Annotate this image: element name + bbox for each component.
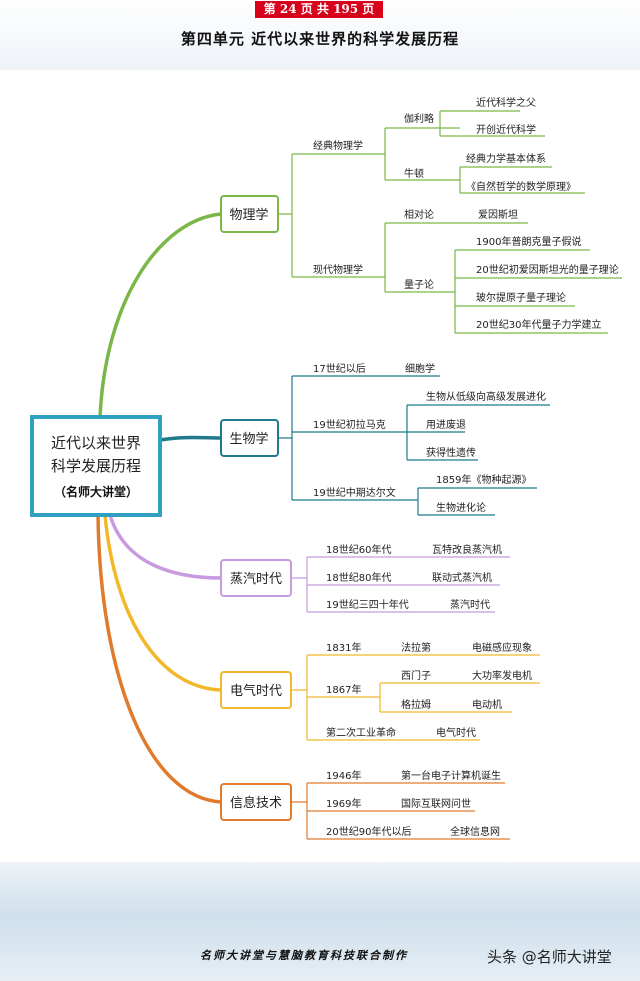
footer-credit: 名师大讲堂与慧脑教育科技联合制作 <box>200 949 408 962</box>
center-subtitle: （名师大讲堂） <box>54 484 138 499</box>
node-darwin-item-2: 生物进化论 <box>436 501 486 514</box>
node-1831: 1831年 <box>326 641 361 654</box>
node-lamarck-item-2: 用进废退 <box>426 418 466 431</box>
node-quantum-item-2: 20世纪初爱因斯坦光的量子理论 <box>476 263 619 276</box>
node-modern-physics: 现代物理学 <box>313 263 363 276</box>
node-relativity: 相对论 <box>404 208 434 221</box>
node-1867: 1867年 <box>326 683 361 696</box>
node-galileo-item-1: 近代科学之父 <box>476 96 536 109</box>
node-gramme-item: 电动机 <box>472 698 502 711</box>
node-quantum: 量子论 <box>404 278 434 291</box>
node-steam-item-1: 瓦特改良蒸汽机 <box>432 543 502 556</box>
node-quantum-item-4: 20世纪30年代量子力学建立 <box>476 318 601 331</box>
branch-physics-label: 物理学 <box>229 207 268 223</box>
node-einstein: 爱因斯坦 <box>478 208 518 221</box>
footer-background <box>0 862 640 981</box>
node-steam-item-2: 联动式蒸汽机 <box>432 571 492 584</box>
node-gramme: 格拉姆 <box>401 698 431 711</box>
branch-biology-label: 生物学 <box>229 431 268 447</box>
node-steam-item-3: 蒸汽时代 <box>450 598 490 611</box>
node-faraday-item: 电磁感应现象 <box>472 641 532 654</box>
node-steam-era-2: 18世纪80年代 <box>326 571 391 584</box>
watermark: 头条 @名师大讲堂 <box>487 948 612 966</box>
node-second-revolution: 第二次工业革命 <box>326 726 396 739</box>
node-newton: 牛顿 <box>404 167 424 180</box>
branch-steam <box>220 556 510 613</box>
node-galileo: 伽利略 <box>404 112 434 125</box>
branch-biology <box>220 375 550 516</box>
node-1946-item: 第一台电子计算机诞生 <box>401 769 501 782</box>
node-newton-item-2: 《自然哲学的数学原理》 <box>466 180 576 193</box>
branch-physics <box>220 110 622 334</box>
node-darwin: 19世纪中期达尔文 <box>313 486 396 499</box>
branch-info <box>220 782 510 840</box>
node-second-revolution-item: 电气时代 <box>436 726 476 739</box>
branch-electric <box>220 654 540 741</box>
center-node <box>30 415 162 517</box>
node-classical-physics: 经典物理学 <box>313 139 363 152</box>
connector-steam <box>108 514 222 580</box>
branch-steam-label: 蒸汽时代 <box>230 572 282 587</box>
node-1990s-item: 全球信息网 <box>450 825 500 838</box>
node-siemens: 西门子 <box>401 669 431 682</box>
unit-title: 第四单元 近代以来世界的科学发展历程 <box>180 30 460 48</box>
node-lamarck-item-3: 获得性遗传 <box>426 446 476 459</box>
node-1946: 1946年 <box>326 769 361 782</box>
branch-electric-label: 电气时代 <box>230 683 282 699</box>
connector-physics <box>98 212 222 419</box>
center-title-line2: 科学发展历程 <box>51 457 141 475</box>
node-1969: 1969年 <box>326 797 361 810</box>
connector-info <box>96 514 222 804</box>
node-galileo-item-2: 开创近代科学 <box>476 123 536 136</box>
node-c17: 17世纪以后 <box>313 363 366 375</box>
node-siemens-item: 大功率发电机 <box>472 669 532 682</box>
node-steam-era-3: 19世纪三四十年代 <box>326 598 409 611</box>
node-lamarck-item-1: 生物从低级向高级发展进化 <box>426 390 546 403</box>
node-lamarck: 19世纪初拉马克 <box>313 418 386 431</box>
node-cytology: 细胞学 <box>405 362 435 375</box>
node-quantum-item-1: 1900年普朗克量子假说 <box>476 235 581 248</box>
node-darwin-item-1: 1859年《物种起源》 <box>436 473 531 486</box>
node-steam-era-1: 18世纪60年代 <box>326 543 391 556</box>
node-1990s: 20世纪90年代以后 <box>326 825 411 838</box>
center-title-line1: 近代以来世界 <box>51 434 141 452</box>
connector-electric <box>103 514 222 692</box>
connector-biology <box>159 435 222 442</box>
node-faraday: 法拉第 <box>401 641 431 654</box>
node-1969-item: 国际互联网问世 <box>401 797 471 810</box>
branch-info-label: 信息技术 <box>230 795 282 811</box>
node-newton-item-1: 经典力学基本体系 <box>466 152 546 165</box>
page-indicator: 第 24 页 共 195 页 <box>255 1 383 18</box>
node-quantum-item-3: 玻尔提原子量子理论 <box>476 291 566 304</box>
